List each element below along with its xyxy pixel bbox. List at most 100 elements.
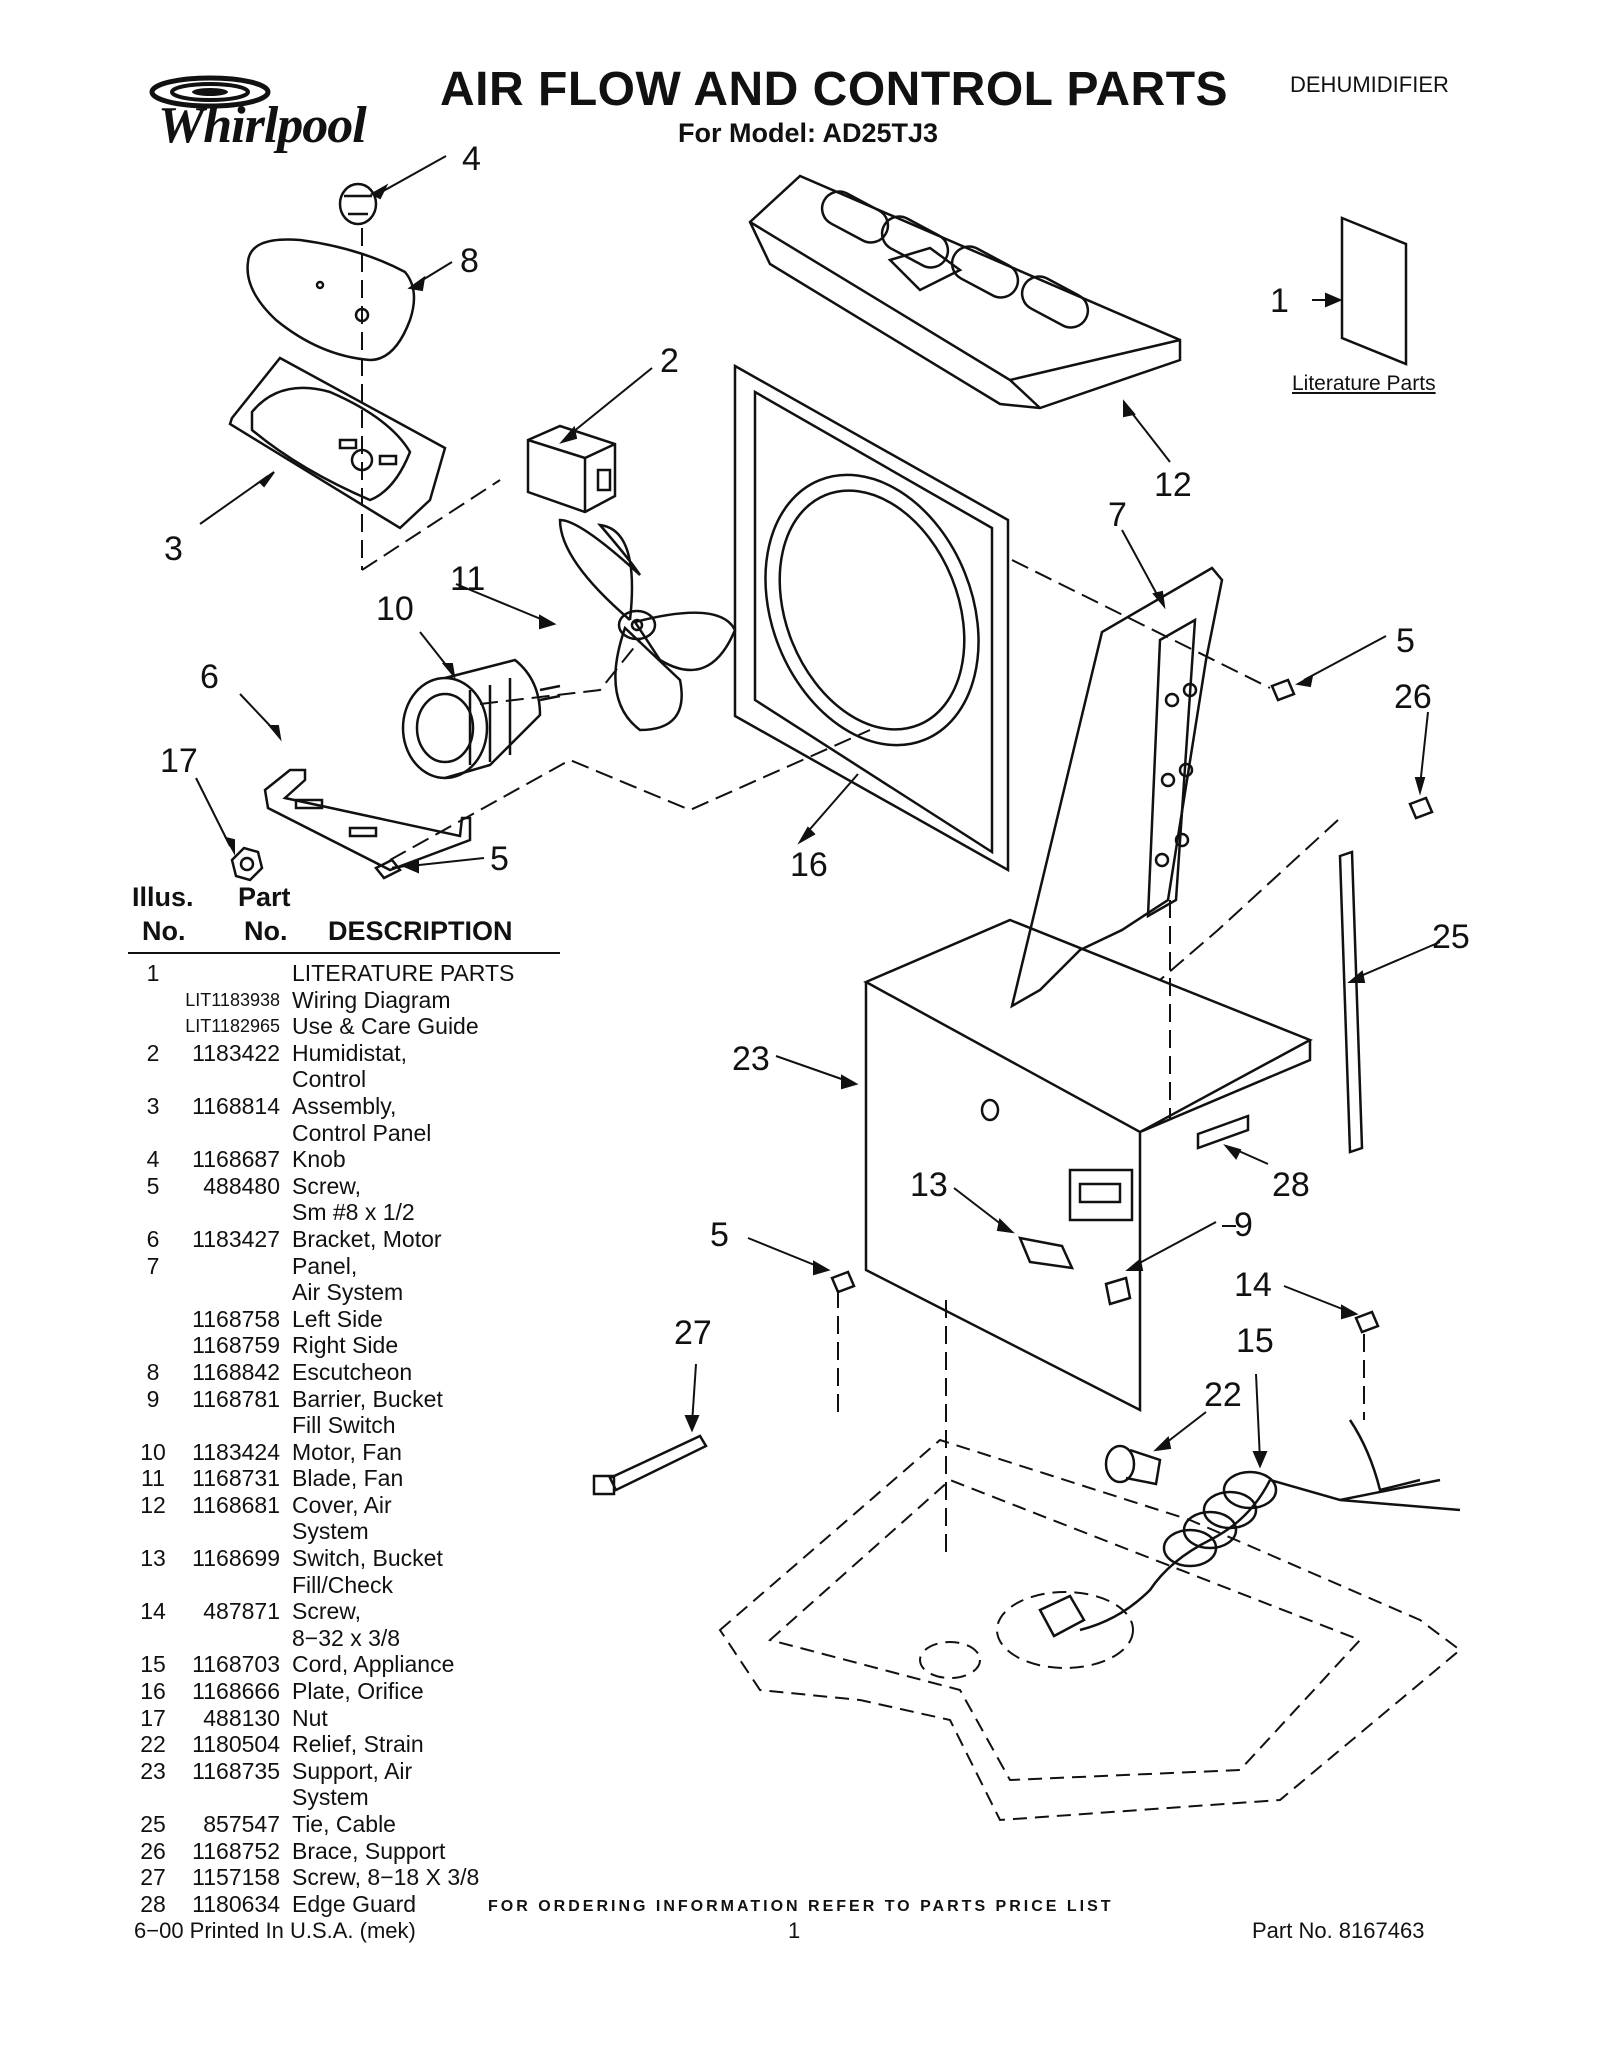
callout-27: 26 [1394,678,1432,716]
callout-leader-lines [195,155,1441,1469]
part-number-cell: 1168731 [192,1465,280,1492]
illus-cell: 13 [140,1545,166,1572]
illus-cell [128,1199,178,1226]
description-cell: LITERATURE PARTS [292,960,515,986]
callout-12: 12 [1154,466,1192,504]
callout-5-lower: 5 [710,1216,729,1254]
nut-part [230,846,264,882]
motor-bracket-part [263,768,472,872]
control-panel-part [228,356,447,530]
product-category: DEHUMIDIFIER [1290,72,1449,97]
table-row: 2 1183422 Humidistat, [128,1040,598,1067]
table-row: 8−32 x 3/8 [128,1625,598,1652]
description-cell: Tie, Cable [292,1811,396,1837]
part-number-cell: 1168758 [192,1305,280,1332]
part-number-cell: 1180504 [192,1731,280,1758]
table-row: 13 1168699 Switch, Bucket [128,1545,598,1572]
footer-part-number: Part No. 8167463 [1252,1918,1425,1943]
illus-cell: 14 [140,1598,166,1625]
callout-1: 1 [1270,282,1289,320]
illus-cell: 5 [146,1172,160,1199]
description-cell: Escutcheon [292,1358,413,1385]
description-cell: Switch, Bucket [292,1545,443,1572]
part-number-cell [178,1784,292,1811]
description-cell: System [292,1784,369,1811]
footer-print-info: 6−00 Printed In U.S.A. (mek) [134,1918,416,1943]
part-number-cell: 1183422 [192,1039,280,1066]
edge-guard-part [1196,1114,1250,1150]
description-cell: Sm #8 x 1/2 [292,1199,415,1226]
callout-22: 22 [1204,1376,1242,1414]
description-cell: Screw, 8−18 X 3/8 [292,1864,480,1891]
brand-logo-text: Whirlpool [158,97,367,154]
orifice-plate-part [733,363,1010,873]
callout-14: 14 [1234,1266,1272,1304]
part-number-cell: 1168699 [192,1545,280,1572]
illus-cell: 17 [140,1704,166,1731]
illus-cell: 9 [146,1385,160,1412]
illus-cell [128,1518,178,1545]
illus-cell [128,1120,178,1147]
illus-cell: 23 [140,1757,166,1784]
callout-5-right: 5 [1396,622,1415,660]
illus-cell [128,987,178,1014]
part-number-cell: 1168781 [192,1385,280,1412]
footer-page-number: 1 [788,1918,801,1943]
fan-blade-part [558,518,737,732]
description-cell: Use & Care Guide [292,1013,479,1040]
illus-cell: 10 [140,1438,166,1465]
part-number-cell [178,1572,292,1599]
description-cell: Bracket, Motor [292,1225,442,1252]
part-number-cell: 857547 [203,1811,280,1837]
description-cell: Support, Air [292,1757,413,1784]
illus-cell [128,1625,178,1652]
part-number-cell [178,960,292,987]
callout-4: 4 [462,140,481,178]
description-cell: System [292,1518,369,1545]
table-row: Fill Switch [128,1412,598,1439]
description-cell: Panel, [292,1252,358,1279]
part-number-cell: 1168666 [192,1678,280,1705]
support-brace-part [1338,850,1364,1154]
illus-cell: 27 [140,1864,166,1891]
illus-cell [128,1279,178,1306]
part-number-cell [178,1279,292,1306]
description-cell: Humidistat, [292,1039,408,1066]
description-cell: Knob [292,1146,346,1173]
illus-cell [128,1306,178,1333]
illus-cell: 1 [146,960,160,986]
callout-28: 28 [1272,1166,1310,1204]
description-cell: Cover, Air [292,1491,392,1518]
illus-cell: 2 [146,1039,160,1066]
illus-cell: 15 [140,1651,166,1678]
ordering-note: FOR ORDERING INFORMATION REFER TO PARTS … [488,1898,1114,1915]
callout-7: 7 [1108,496,1127,534]
page-title: AIR FLOW AND CONTROL PARTS [440,63,1229,116]
illus-cell: 8 [146,1358,160,1385]
callout-23: 23 [732,1040,770,1078]
part-number-cell: 1168814 [192,1092,280,1119]
description-cell: Right Side [292,1332,399,1359]
part-number-cell: 1157158 [192,1864,280,1891]
description-cell: Fill/Check [292,1571,393,1598]
callout-10: 10 [376,590,414,628]
part-number-cell: 1168703 [192,1651,280,1678]
description-cell: Control [292,1066,367,1093]
screw-right-part [1270,678,1434,820]
callout-6: 6 [200,658,219,696]
part-number-cell: LIT1183938 [185,989,280,1010]
whirlpool-logo [149,75,271,109]
illus-cell: 22 [140,1731,166,1758]
table-row: Sm #8 x 1/2 [128,1199,598,1226]
part-number-cell: 1168752 [192,1837,280,1864]
